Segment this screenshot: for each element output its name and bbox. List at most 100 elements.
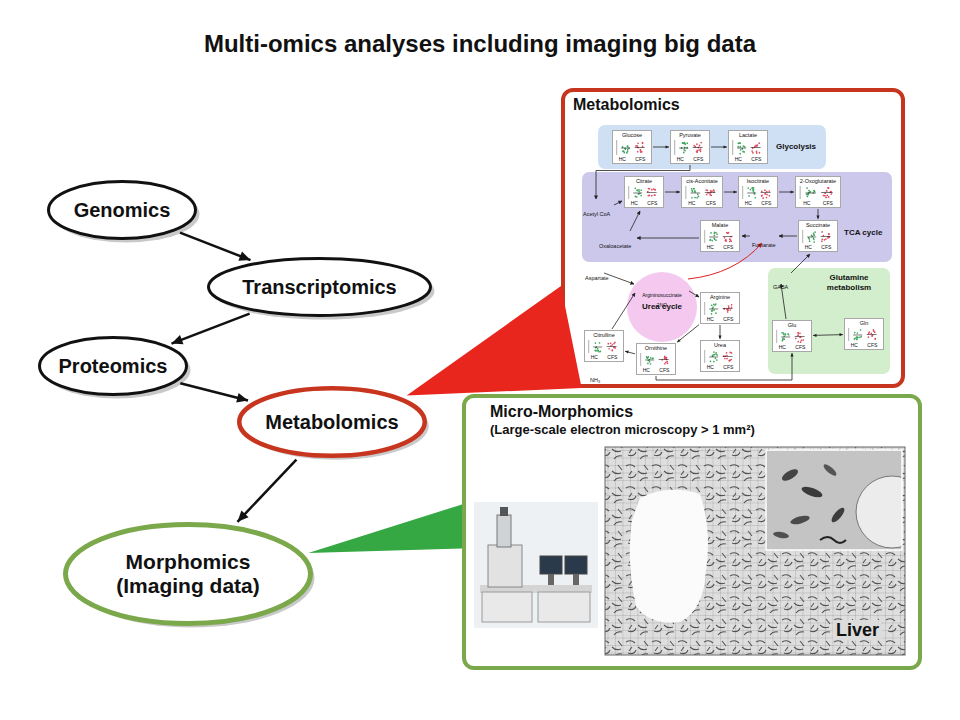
axis-group-label: HC [707,244,714,250]
connector-line [779,192,794,193]
flow-arrow [724,190,737,193]
chart-axis-row: HCCFS [586,354,622,360]
hc-dot [651,358,653,360]
hc-dot [713,309,715,311]
hc-dot [860,329,862,331]
membrane [820,537,846,543]
cfs-dot [801,340,803,342]
hc-dot [595,342,597,344]
cfs-dot [726,358,728,360]
column-top [500,507,508,516]
column [497,515,511,547]
metabolite-chart: IsocitrateHCCFS [738,176,778,208]
cfs-dot [654,189,656,191]
omics-ellipse: Proteomics [38,336,188,396]
cfs-dot [729,352,731,354]
em-frame [605,447,905,655]
cfs-dot [797,332,799,334]
hc-dot [753,189,755,191]
cfs-dot [654,194,656,196]
cfs-dot [758,142,760,144]
axis-group-label: CFS [867,342,877,348]
cfs-dot [667,363,669,365]
text-center: Morphomics (Imaging data) [63,522,313,626]
arrow-head [724,145,728,148]
mean-bar [867,334,877,335]
hc-dot [854,338,856,340]
hc-dot [627,149,629,151]
cfs-dot [698,149,700,151]
scatter-plot [740,185,776,200]
metabolite-chart: UreaHCCFS [700,340,740,372]
hc-dot [597,348,599,350]
hc-dot [715,357,717,359]
chart-axis-row: HCCFS [774,344,810,350]
em-grid [605,447,905,655]
chart-title: Glu [788,322,797,329]
hc-dot [691,190,693,192]
pathway-arrows [596,165,810,329]
cfs-dot [761,195,763,197]
label-wrap: Argininosuccinate [642,283,681,301]
cfs-dot [731,304,733,306]
mean-bar [751,147,761,148]
chart-axis-row: HCCFS [614,156,650,162]
node-label: Morphomics (Imaging data) [101,550,276,598]
hc-dot [753,191,755,193]
cfs-dot [696,150,698,152]
axis-group-label: HC [707,316,714,322]
scatter-plot [702,229,738,244]
organelle [830,506,847,524]
hc-dot [813,233,815,235]
cfs-dot [725,239,727,241]
mean-bar [693,147,703,148]
cfs-dot [665,358,667,360]
hc-dot [813,190,815,192]
plot-axis [742,186,743,199]
connector-line [180,383,248,400]
circle-shape [627,272,697,342]
flow-arrow [238,460,297,522]
pathway-arrow [614,201,622,205]
cfs-dot [766,191,768,193]
cfs-dot [612,350,614,352]
hc-dot [714,232,716,234]
cfs-dot [637,151,639,153]
text-center: Metabolomics [237,386,427,458]
hc-dot [712,310,714,312]
arrow-head [238,252,250,261]
cfs-dot [641,151,643,153]
axis-group-label: CFS [693,156,703,162]
band-label: Glycolysis [776,142,816,152]
cfs-dot [828,233,830,235]
hc-dot [785,334,787,336]
chart-title: Arginine [710,294,730,301]
hc-dot [627,146,629,148]
callout-wedge-shape [308,504,462,553]
cfs-dot [700,142,702,144]
cfs-dot [822,239,824,241]
mean-bar [807,236,816,237]
panel-heading: Metabolomics [573,95,680,114]
mean-bar [659,359,669,360]
hc-dot [813,234,815,236]
em-image [605,447,928,655]
monitor-stand [573,574,579,585]
metabolite-label: 2NO [657,303,667,308]
axis-group-label: HC [643,367,650,373]
cfs-dot [800,341,802,343]
label-wrap: Liver [833,620,882,640]
cfs-dot [731,306,733,308]
flow-arrow [718,325,721,339]
cfs-dot [830,193,832,195]
hc-dot [647,356,649,358]
arrow-head [790,353,793,357]
hc-dot [686,142,688,144]
hc-dot [806,187,808,189]
cfs-dot [651,189,653,191]
cfs-dot [769,195,771,197]
inset-frame [766,450,902,550]
desk [480,585,592,593]
hc-dot [806,193,808,195]
cfs-dot [612,344,614,346]
